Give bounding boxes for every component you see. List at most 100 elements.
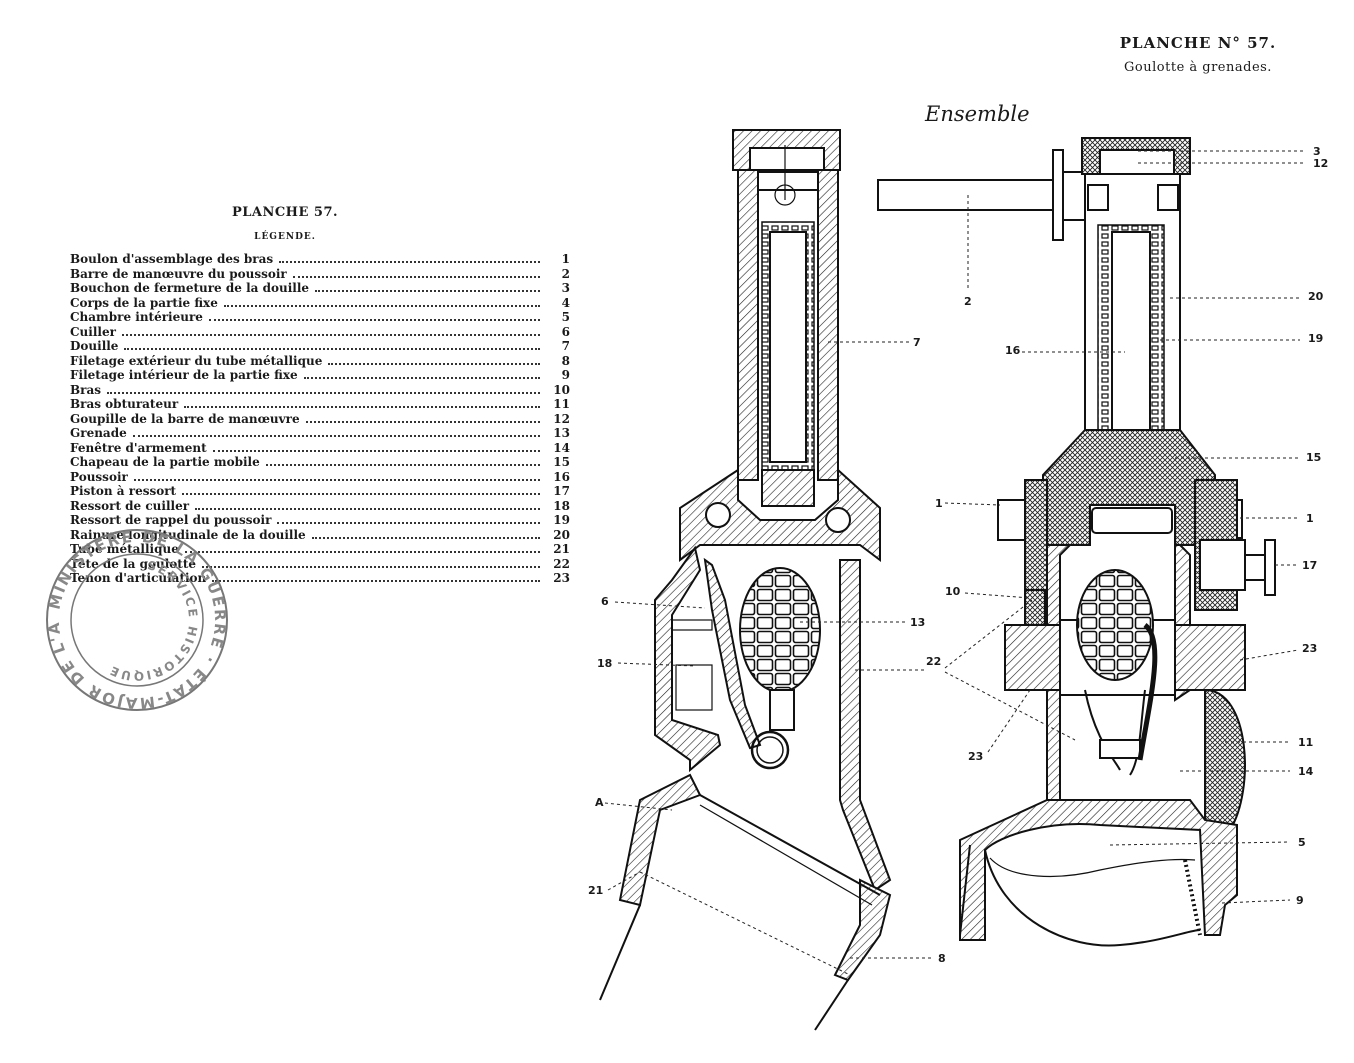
legend-leader-dots <box>305 420 540 423</box>
legend-label: Cuiller <box>70 324 116 339</box>
callout-9: 9 <box>1296 894 1304 907</box>
legend-number: 9 <box>561 368 570 382</box>
legend-label: Barre de manœuvre du poussoir <box>70 266 287 281</box>
legend-row: Cuiller 6 <box>70 325 570 340</box>
legend-leader-dots <box>195 507 540 510</box>
plate-number: PLANCHE N° 57. <box>1119 34 1277 52</box>
legend-label: Chambre intérieure <box>70 310 203 324</box>
left-grenade <box>739 567 821 770</box>
legend-number: 15 <box>553 455 570 469</box>
left-body-head <box>679 467 881 562</box>
plate-subtitle: Goulotte à grenades. <box>1124 60 1272 75</box>
legend-leader-dots <box>124 348 540 350</box>
legend-number: 21 <box>553 542 570 556</box>
legend-leader-dots <box>223 304 540 307</box>
legend-label: Tenon d'articulation <box>70 571 207 585</box>
right-chamber <box>959 799 1238 941</box>
left-body-wall-left <box>654 545 722 773</box>
left-pusher-head <box>761 469 815 507</box>
legend-number: 12 <box>553 411 570 426</box>
right-push-bar <box>877 179 1054 211</box>
legend-row: Corps de la partie fixe 4 <box>70 296 570 311</box>
legend-number: 2 <box>561 266 570 281</box>
stamp-inner-ring <box>70 553 204 687</box>
legend-label: Ressort de rappel du poussoir <box>70 513 272 527</box>
legend-leader-dots <box>208 319 540 321</box>
left-sleeve <box>737 169 839 481</box>
legend-label: Ressort de cuiller <box>70 498 190 513</box>
legend-row: Ressort de cuiller 18 <box>70 499 570 514</box>
callout-20: 20 <box>1308 290 1324 303</box>
right-piston <box>1199 539 1246 591</box>
stamp-outer-text: MINISTÈRE DE LA GUERRE · ÉTAT-MAJOR DE L… <box>42 525 227 712</box>
legend-label: Corps de la partie fixe <box>70 295 218 310</box>
legend-leader-dots <box>184 551 540 553</box>
legend-leader-dots <box>315 290 540 292</box>
legend-label: Bras <box>70 382 101 397</box>
callout-2: 2 <box>964 295 972 308</box>
legend-leader-dots <box>184 406 540 408</box>
legend-label: Piston à ressort <box>70 484 177 498</box>
callout-A: A <box>595 796 604 809</box>
figure-view-label: Ensemble <box>925 102 1030 126</box>
legend-number: 4 <box>561 295 570 310</box>
callout-19: 19 <box>1308 332 1323 345</box>
legend-row: Barre de manœuvre du poussoir 2 <box>70 267 570 282</box>
callout-12: 12 <box>1313 157 1328 170</box>
callout-6: 6 <box>601 595 609 608</box>
right-tenon <box>1004 624 1246 691</box>
right-cap <box>1081 137 1191 175</box>
callout-15: 15 <box>1306 451 1321 464</box>
legend-leader-dots <box>212 580 540 582</box>
callout-8: 8 <box>938 952 946 965</box>
legend-leader-dots <box>182 493 540 495</box>
legend-number: 1 <box>561 252 570 266</box>
right-shutter-arm <box>1204 688 1246 831</box>
left-body-wall-right <box>839 559 892 892</box>
legend-row: Goupille de la barre de manœuvre 12 <box>70 412 570 427</box>
legend-number: 23 <box>553 571 570 585</box>
legend-number: 8 <box>561 353 570 368</box>
legend-label: Bras obturateur <box>70 397 179 411</box>
legend-title: PLANCHE 57. <box>231 205 339 220</box>
plate-header: PLANCHE N° 57. Goulotte à grenades. <box>1098 34 1298 75</box>
legend-leader-dots <box>279 261 540 263</box>
legend-number: 18 <box>553 498 570 513</box>
callout-1-right: 1 <box>1306 512 1314 525</box>
callout-17: 17 <box>1302 559 1317 572</box>
legend-label: Douille <box>70 339 119 353</box>
right-section-view <box>877 137 1276 947</box>
archive-stamp: MINISTÈRE DE LA GUERRE · ÉTAT-MAJOR DE L… <box>42 525 229 712</box>
callout-10: 10 <box>945 585 961 598</box>
legend-label: Goupille de la barre de manœuvre <box>70 411 300 426</box>
callout-11: 11 <box>1298 736 1313 749</box>
legend-leader-dots <box>311 536 540 539</box>
legend-number: 6 <box>561 324 570 339</box>
legend-number: 16 <box>553 469 570 484</box>
left-spoon <box>703 557 762 750</box>
right-thread <box>1183 859 1202 936</box>
callout-13: 13 <box>910 616 925 629</box>
callout-3: 3 <box>1313 145 1321 158</box>
svg-text:MINISTÈRE DE LA GUERRE · ÉTAT-: MINISTÈRE DE LA GUERRE · ÉTAT-MAJOR DE L… <box>42 525 229 712</box>
callout-7: 7 <box>913 336 921 349</box>
callout-5: 5 <box>1298 836 1306 849</box>
legend-heading: LÉGENDE. <box>254 232 316 242</box>
legend-leader-dots <box>133 478 540 481</box>
right-bolt-left <box>997 499 1034 541</box>
right-body-head <box>1042 429 1216 546</box>
legend-leader-dots <box>292 275 540 278</box>
stamp-outer-ring <box>46 529 228 711</box>
right-grenade <box>1076 569 1158 776</box>
callouts: 7 6 13 18 22 A 21 8 3 12 2 20 19 16 15 <box>588 145 1328 976</box>
